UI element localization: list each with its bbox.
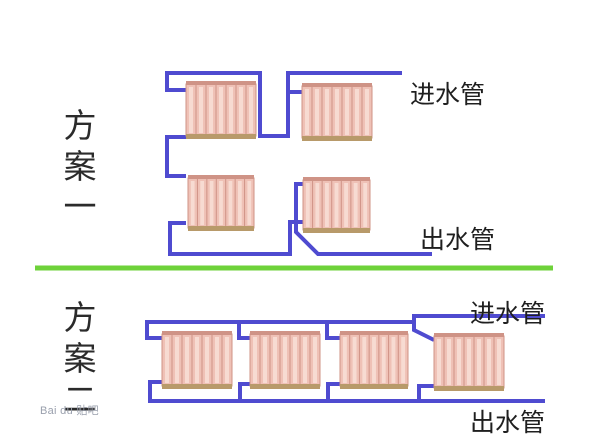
scheme1-radiator-top-left xyxy=(185,81,257,139)
scheme1-radiator-top-right xyxy=(301,83,373,141)
scheme1-inlet-label: 进水管 xyxy=(410,80,486,109)
scheme1-radiator-bottom-right xyxy=(302,177,371,233)
scheme2-return-pipe-3 xyxy=(328,384,434,403)
scheme2-return-pipe xyxy=(148,380,250,403)
scheme1-label-char-3: 一 xyxy=(63,187,97,226)
scheme1-riser-left xyxy=(165,135,186,178)
scheme2-radiator-1 xyxy=(161,331,233,389)
scheme2-radiator-3 xyxy=(339,331,409,389)
scheme2-radiator-2 xyxy=(249,331,321,389)
scheme2-supply-pipe xyxy=(145,320,250,340)
scheme2-label-char-3: 二 xyxy=(63,380,97,419)
radiators xyxy=(161,81,505,391)
scheme1-label-char-1: 方 xyxy=(63,106,97,145)
scheme1-outlet-label: 出水管 xyxy=(420,225,496,254)
scheme2-radiator-4 xyxy=(433,333,505,391)
scheme1-cross-pipe xyxy=(294,182,432,256)
scheme2-supply-inlet xyxy=(412,314,545,322)
scheme2-label-char-2: 案 xyxy=(63,339,97,378)
scheme1-radiator-bottom-left xyxy=(187,175,255,231)
scheme2-inlet-label: 进水管 xyxy=(470,299,546,328)
scheme2-outlet-label: 出水管 xyxy=(470,408,546,437)
baidu-tieba-watermark: Bai du 贴吧 xyxy=(40,405,99,417)
scheme1-supply-pipe-left xyxy=(165,71,402,138)
scheme1-return-left xyxy=(168,220,303,256)
scheme2-supply-pipe-3 xyxy=(327,320,435,342)
pipes xyxy=(145,71,545,403)
scheme2-label-char-1: 方 xyxy=(63,298,97,337)
scheme2-return-pipe-2 xyxy=(240,382,340,403)
scheme2-supply-pipe-2 xyxy=(239,320,340,340)
scheme1-label-char-2: 案 xyxy=(63,147,97,186)
